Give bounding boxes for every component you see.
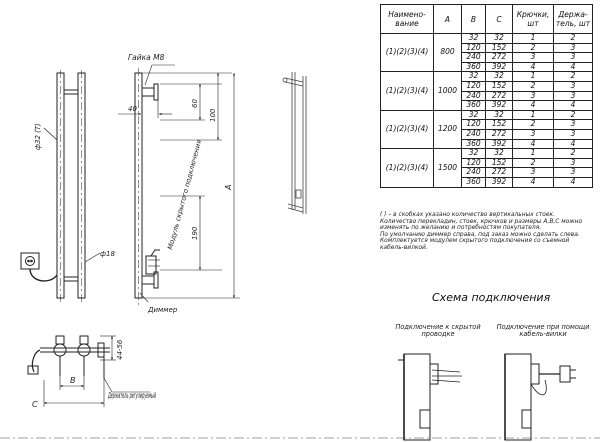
dimensions-top bbox=[43, 335, 150, 407]
cell-a: 1000 bbox=[433, 71, 462, 111]
caption-hidden-wiring: Подключение к скрытой проводке bbox=[395, 323, 481, 339]
cell-a: 1200 bbox=[433, 109, 462, 150]
cell-hooks: 2 bbox=[512, 80, 554, 92]
cell-c: 32 bbox=[485, 148, 513, 159]
label-dimmer: Диммер bbox=[147, 306, 178, 314]
dim-A: A bbox=[224, 185, 233, 191]
col-holders: Держа-тель, шт bbox=[553, 4, 593, 34]
cell-c: 32 bbox=[485, 33, 513, 44]
cell-hooks: 4 bbox=[512, 100, 554, 111]
cell-b: 120 bbox=[461, 119, 486, 130]
note-line: Комплектуется модулем скрытого подключен… bbox=[380, 238, 570, 245]
cell-hooks: 2 bbox=[512, 119, 554, 130]
side-view bbox=[134, 64, 175, 305]
label-diam18: ф18 bbox=[100, 250, 115, 258]
cell-hooks: 3 bbox=[512, 52, 554, 63]
dim-44-56: 44-56 bbox=[116, 339, 124, 360]
cell-holders: 4 bbox=[553, 100, 593, 111]
cell-c: 152 bbox=[485, 119, 513, 130]
dim-C: C bbox=[32, 400, 38, 409]
cell-name: (1)(2)(3)(4) bbox=[380, 32, 434, 73]
col-hooks: Крючки, шт bbox=[512, 4, 554, 34]
cell-b: 32 bbox=[461, 148, 486, 159]
cell-hooks: 3 bbox=[512, 167, 554, 178]
col-name: Наимено-вание bbox=[380, 4, 434, 34]
cell-c: 272 bbox=[485, 128, 513, 140]
caption-plug-cable: Подключение при помощи кабель-вилки bbox=[496, 323, 590, 339]
cell-holders: 3 bbox=[553, 52, 593, 63]
cell-b: 32 bbox=[461, 33, 486, 44]
cell-b: 360 bbox=[461, 176, 486, 188]
cell-holders: 3 bbox=[553, 167, 593, 178]
note-line: По умолчанию диммер справа, под заказ мо… bbox=[380, 231, 580, 238]
cell-holders: 3 bbox=[553, 119, 593, 130]
cell-a: 1500 bbox=[433, 148, 462, 188]
cell-holders: 2 bbox=[553, 148, 593, 159]
scheme-right-drawing bbox=[504, 353, 576, 441]
cell-c: 392 bbox=[485, 176, 513, 188]
cell-b: 240 bbox=[461, 52, 486, 63]
dim-190: 190 bbox=[191, 226, 199, 240]
spec-table: Наимено-вание A B C Крючки, шт Держа-тел… bbox=[380, 4, 593, 188]
front-view bbox=[20, 70, 101, 302]
cell-name: (1)(2)(3)(4) bbox=[380, 109, 434, 150]
table-header-row: Наимено-вание A B C Крючки, шт Держа-тел… bbox=[380, 4, 593, 34]
cell-hooks: 1 bbox=[512, 33, 554, 44]
cell-name: (1)(2)(3)(4) bbox=[380, 148, 434, 188]
dim-60: 60 bbox=[191, 99, 199, 108]
cell-b: 240 bbox=[461, 167, 486, 178]
cell-hooks: 3 bbox=[512, 128, 554, 140]
perspective-view bbox=[282, 72, 307, 214]
col-a: A bbox=[433, 4, 462, 34]
note-line: кабель-вилкой. bbox=[380, 244, 428, 251]
cell-c: 152 bbox=[485, 80, 513, 92]
dim-100: 100 bbox=[209, 108, 217, 122]
note-line: изменять по желанию и потребностям покуп… bbox=[380, 225, 542, 232]
cell-holders: 2 bbox=[553, 33, 593, 44]
cell-b: 120 bbox=[461, 80, 486, 92]
dimensions-side bbox=[118, 72, 240, 299]
cell-hooks: 4 bbox=[512, 176, 554, 188]
cell-hooks: 1 bbox=[512, 148, 554, 159]
cell-holders: 3 bbox=[553, 80, 593, 92]
cell-a: 800 bbox=[433, 32, 462, 73]
cell-c: 272 bbox=[485, 52, 513, 63]
cell-b: 240 bbox=[461, 128, 486, 140]
dim-B: B bbox=[70, 376, 76, 385]
scheme-title: Схема подключения bbox=[432, 291, 551, 304]
label-nut: Гайка М8 bbox=[128, 53, 165, 62]
cell-b: 360 bbox=[461, 100, 486, 111]
cell-name: (1)(2)(3)(4) bbox=[380, 71, 434, 111]
label-holder: Держатель регулируемый bbox=[108, 391, 157, 400]
notes: ( ) – в скобках указано количество верти… bbox=[380, 212, 598, 252]
cell-holders: 3 bbox=[553, 128, 593, 140]
cell-c: 272 bbox=[485, 167, 513, 178]
cell-c: 392 bbox=[485, 100, 513, 111]
note-line: Количество перекладин, стоек, крючков и … bbox=[380, 218, 583, 225]
top-view bbox=[27, 335, 110, 378]
note-line: ( ) – в скобках указано количество верти… bbox=[380, 212, 555, 218]
col-c: C bbox=[485, 4, 513, 34]
label-diam32: ф32 (Т) bbox=[34, 123, 42, 150]
dim-40: 40 bbox=[128, 105, 137, 113]
cell-holders: 4 bbox=[553, 176, 593, 188]
scheme-left-drawing bbox=[398, 353, 462, 441]
col-b: B bbox=[461, 4, 486, 34]
